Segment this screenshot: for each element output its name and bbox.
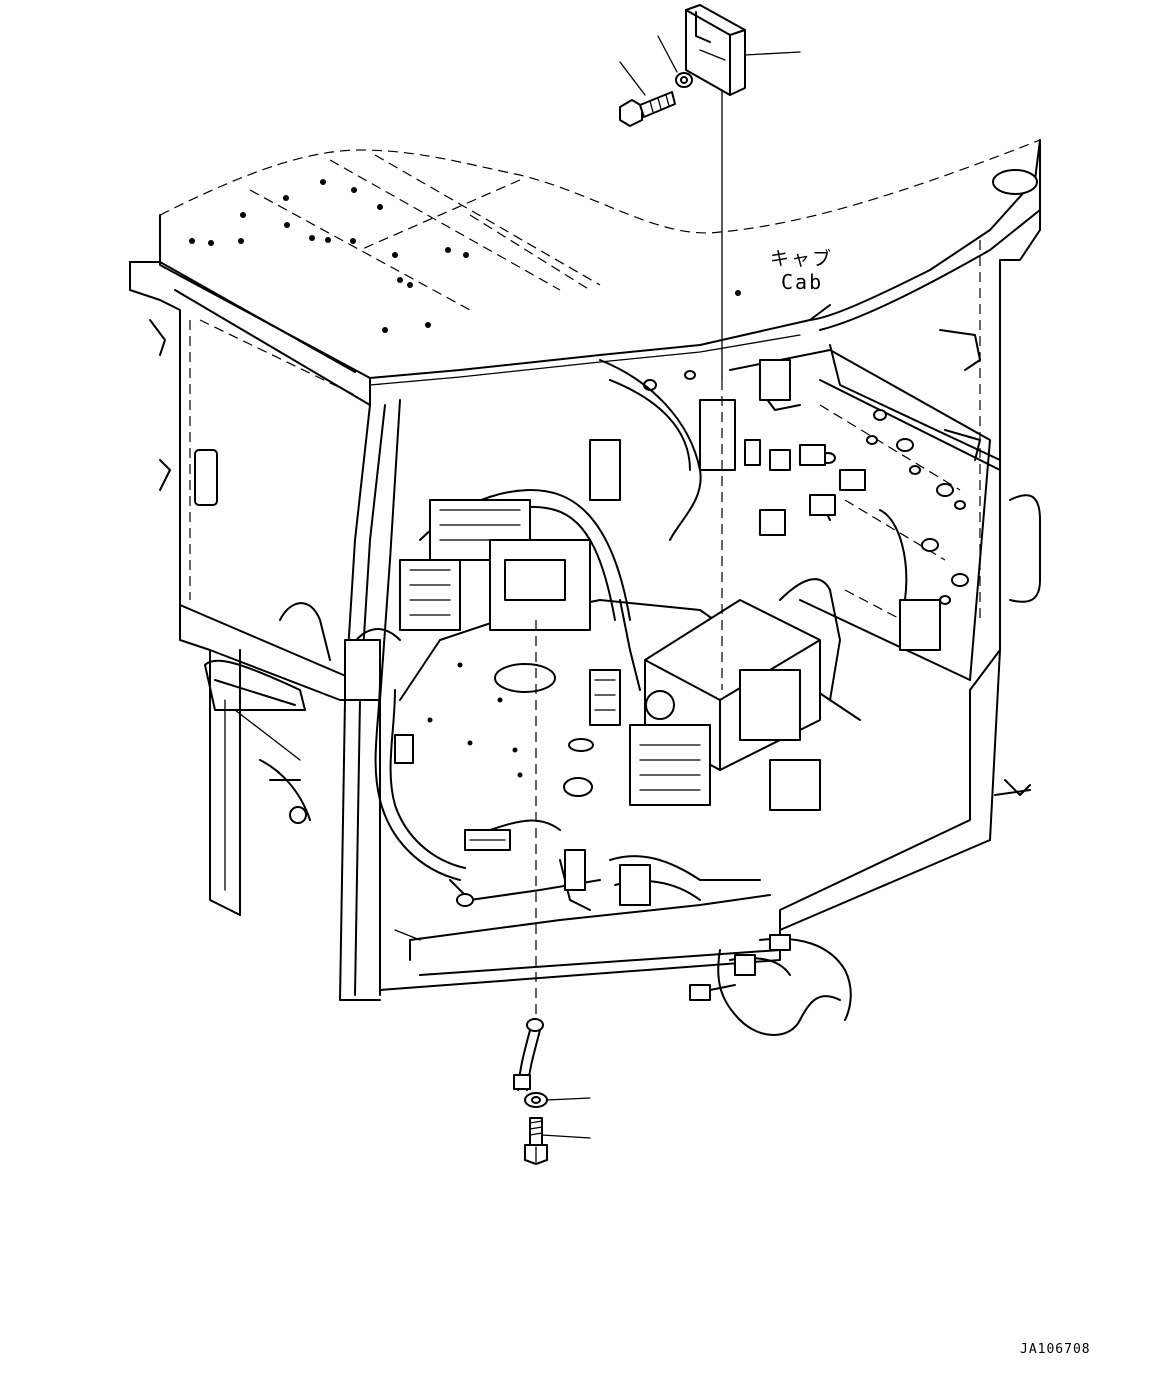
cab-roof: [129, 139, 1041, 406]
cab-label-japanese: キャブ: [770, 248, 834, 270]
assembly-lines: [535, 79, 723, 1020]
ground-strap: [513, 1018, 544, 1091]
bottom-washer: [524, 1092, 548, 1108]
cover-block: [685, 4, 746, 96]
cab-left-frame: [129, 261, 371, 916]
top-washer: [675, 72, 693, 88]
right-wiring-harness: [589, 359, 941, 701]
center-wiring-harness: [449, 359, 761, 911]
bottom-bolt: [524, 1117, 548, 1165]
top-bolt: [619, 91, 676, 127]
left-wiring-harness: [259, 489, 631, 881]
drawing-number: JA106708: [1020, 1342, 1091, 1357]
top-fastener-parts: [619, 4, 801, 127]
cab-right-frame: [779, 139, 1041, 931]
controller-unit: [589, 599, 821, 811]
bottom-fastener-parts: [513, 1018, 591, 1165]
roof-bolt-dots: [189, 179, 741, 333]
lower-harness: [689, 934, 852, 1036]
cab-label-english: Cab: [781, 270, 824, 294]
cab-front-pillar: [339, 399, 781, 1001]
